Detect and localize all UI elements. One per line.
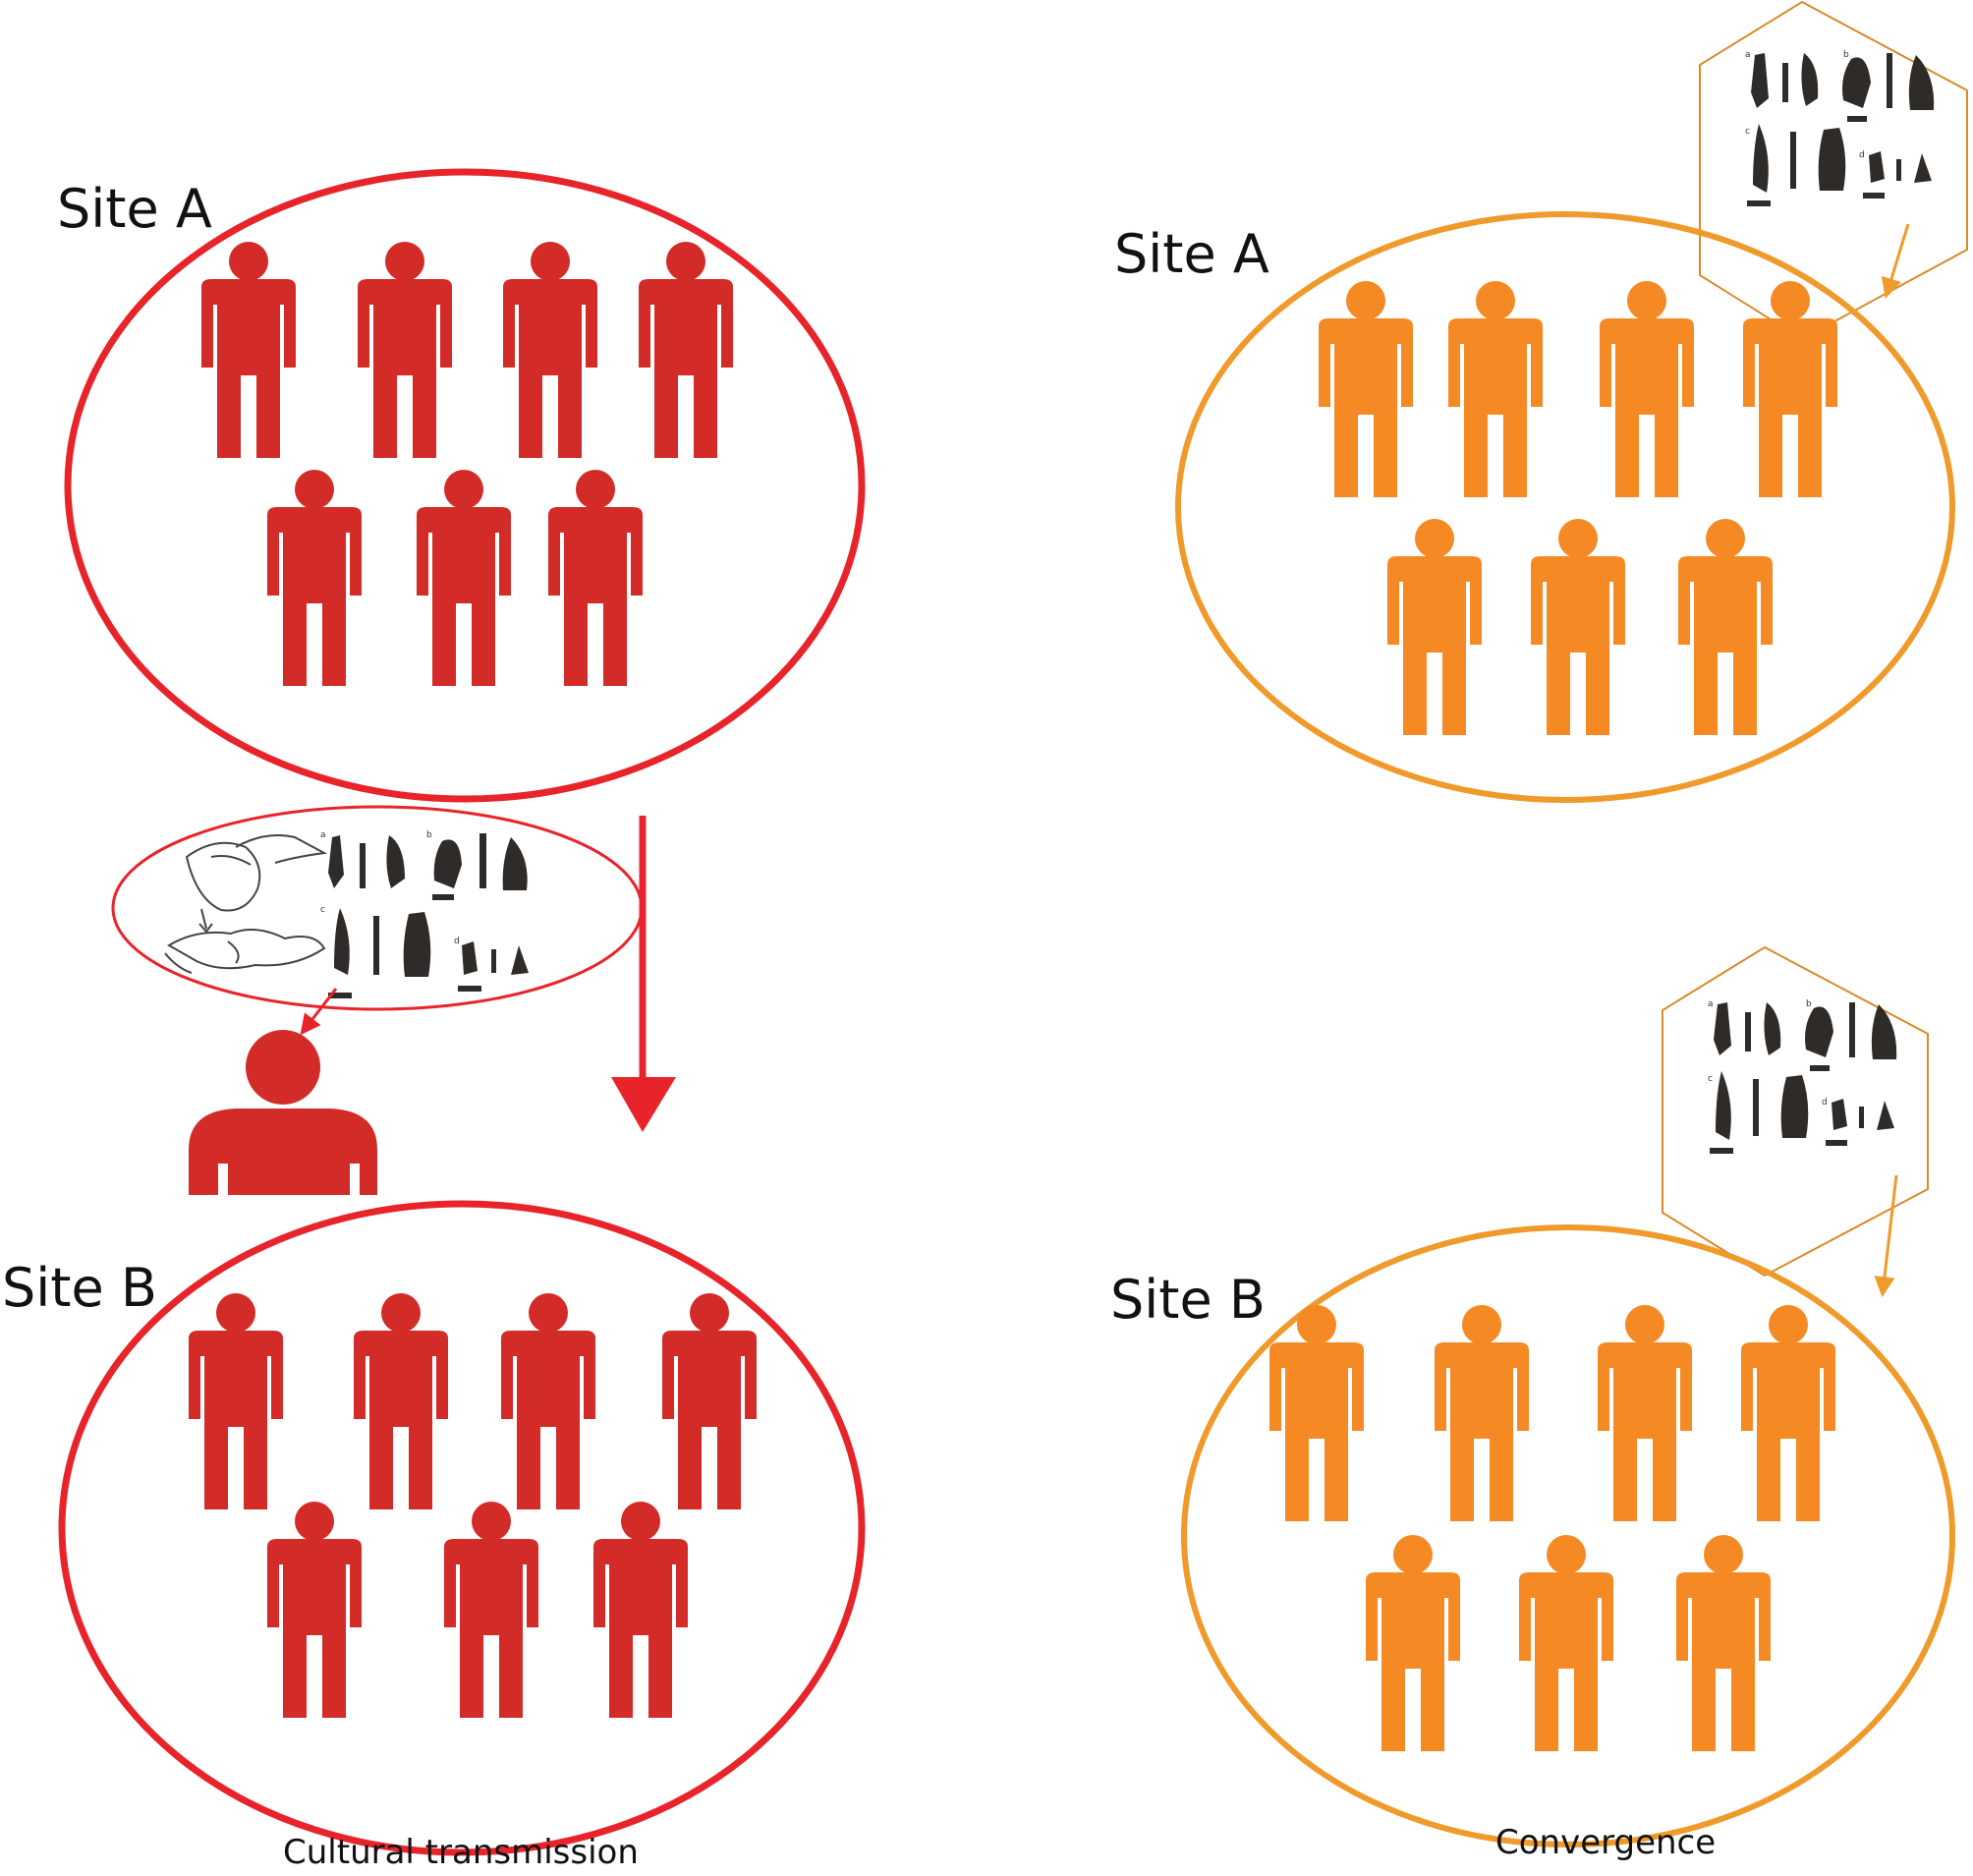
person-icon (1531, 519, 1625, 735)
person-icon (1676, 1535, 1771, 1751)
left-site-a-people (201, 242, 733, 686)
person-icon (1448, 281, 1543, 497)
person-icon (444, 1502, 538, 1718)
person-icon (1598, 1305, 1692, 1521)
person-icon (1435, 1305, 1529, 1521)
person-icon (639, 242, 733, 458)
plate-letter-b: b (1806, 999, 1812, 1009)
plate-letter-a: a (320, 830, 326, 840)
hexagon-inset-top: a b c d (1700, 2, 1967, 339)
person-icon (354, 1293, 448, 1509)
left-site-b-label: Site B (2, 1262, 157, 1315)
bust-person-icon (189, 1030, 377, 1195)
person-icon (503, 242, 597, 458)
person-icon (267, 1502, 362, 1718)
person-icon (1741, 1305, 1835, 1521)
person-icon (417, 470, 511, 686)
left-site-b-people (189, 1293, 757, 1718)
person-icon (201, 242, 296, 458)
left-site-b-ring (62, 1204, 862, 1852)
plate-letter-d: d (1822, 1098, 1828, 1108)
person-icon (548, 470, 643, 686)
right-site-b-label: Site B (1110, 1274, 1266, 1327)
plate-letter-d: d (454, 937, 460, 946)
left-panel: a b c d (62, 172, 862, 1852)
person-icon (1319, 281, 1413, 497)
plate-letter-b: b (1843, 50, 1849, 60)
plate-letter-a: a (1708, 999, 1714, 1009)
knowledge-bubble-ring (113, 807, 642, 1009)
right-site-a-label: Site A (1114, 228, 1269, 281)
person-icon (593, 1502, 688, 1718)
right-site-a-people (1319, 281, 1837, 735)
plate-letter-c: c (1708, 1074, 1713, 1084)
right-site-b-people (1269, 1305, 1835, 1751)
plate-letter-c: c (320, 905, 325, 915)
person-icon (1387, 519, 1482, 735)
person-icon (189, 1293, 283, 1509)
arrow-down-icon (611, 816, 676, 1132)
left-caption: Cultural transmission (283, 1836, 639, 1869)
person-icon (501, 1293, 595, 1509)
person-icon (1519, 1535, 1613, 1751)
person-icon (267, 470, 362, 686)
left-site-a-label: Site A (57, 183, 212, 236)
plate-letter-b: b (426, 830, 432, 840)
plate-letter-d: d (1859, 150, 1865, 160)
person-icon (358, 242, 452, 458)
person-icon (1269, 1305, 1364, 1521)
hexagon-inset-bottom: a b c d (1663, 947, 1928, 1293)
right-caption: Convergence (1495, 1826, 1716, 1859)
plate-letter-c: c (1745, 127, 1750, 137)
right-panel: a b c d (1178, 2, 1967, 1845)
knowledge-bubble: a b c d (113, 807, 642, 1032)
person-icon (1600, 281, 1694, 497)
plate-letter-a: a (1745, 50, 1751, 60)
person-icon (1366, 1535, 1460, 1751)
person-icon (1678, 519, 1773, 735)
person-icon (662, 1293, 757, 1509)
